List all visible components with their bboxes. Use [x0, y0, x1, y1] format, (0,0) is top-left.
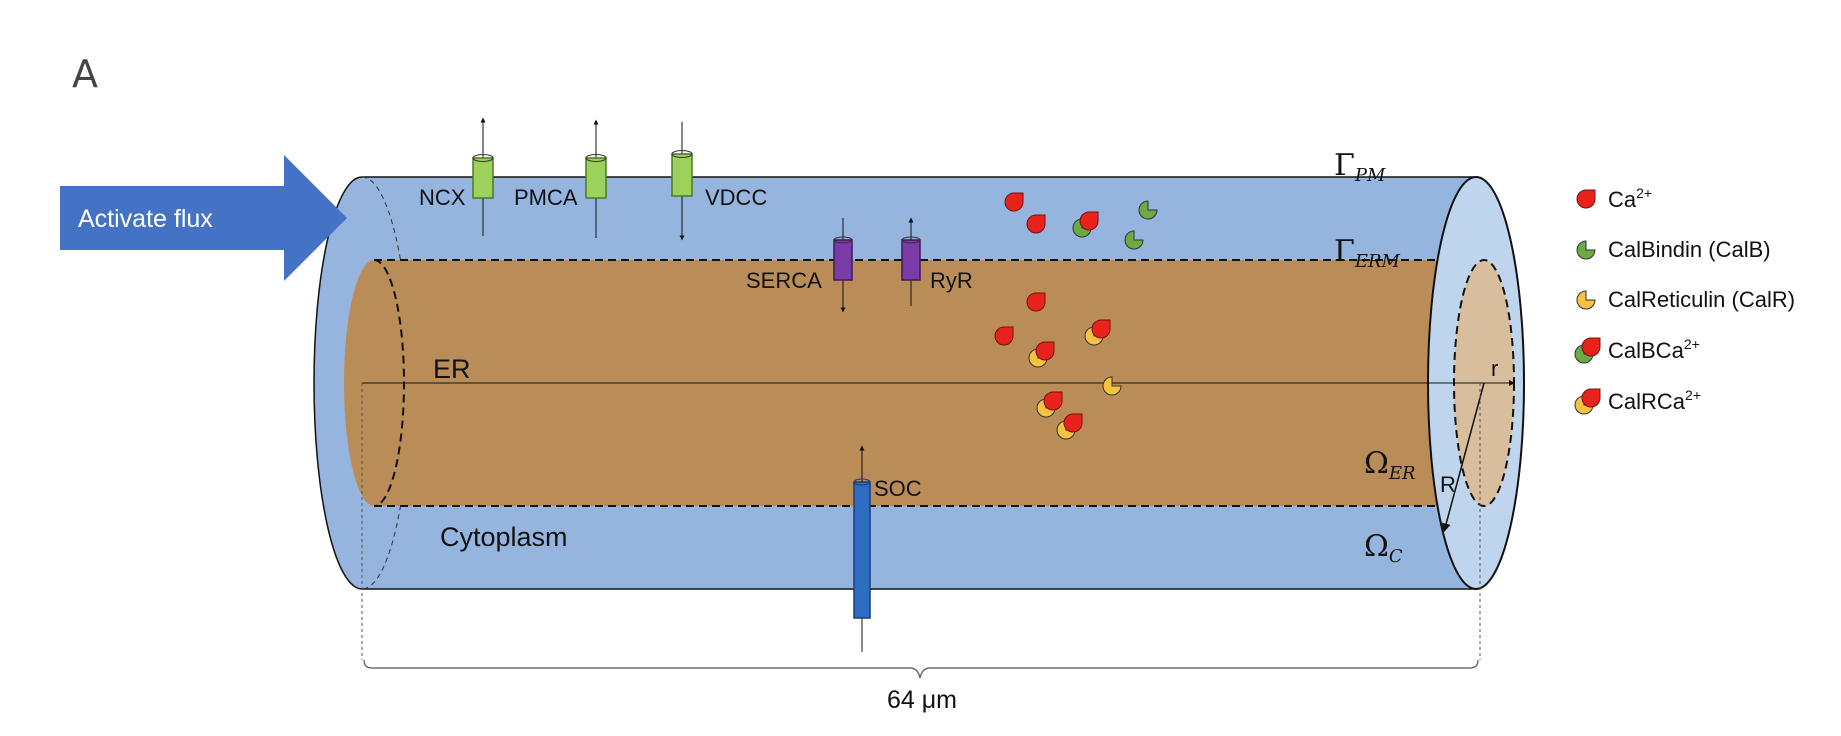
- calbca-complex: [1072, 211, 1099, 238]
- legend-item: CalBindin (CalB): [1576, 237, 1771, 262]
- calrca-complex: [1056, 413, 1083, 440]
- pmca-channel: [585, 119, 607, 238]
- serca-label: SERCA: [746, 268, 822, 293]
- legend: Ca2+ CalBindin (CalB) CalReticulin (CalR) C…: [1574, 185, 1795, 415]
- legend-item: CalReticulin (CalR): [1576, 287, 1795, 312]
- omega-c-label: ΩC: [1364, 529, 1403, 567]
- calrca-complex: [1084, 319, 1111, 346]
- pmca-label: PMCA: [514, 185, 578, 210]
- vdcc-label: VDCC: [705, 185, 767, 210]
- omega-er-label: ΩER: [1364, 446, 1416, 484]
- calrca-complex: [1028, 341, 1055, 368]
- calbindin: [1138, 200, 1158, 220]
- radius-R: [1441, 382, 1485, 533]
- activate-flux-label: Activate flux: [78, 205, 213, 233]
- legend-label: CalReticulin (CalR): [1608, 287, 1795, 312]
- gamma-pm-label: ΓPM: [1334, 148, 1386, 186]
- dimension-brace: [363, 659, 1479, 679]
- molecules-layer: [994, 192, 1158, 440]
- legend-label: CalRCa2+: [1608, 387, 1701, 414]
- ryr-label: RyR: [930, 268, 973, 293]
- R-label: R: [1440, 472, 1456, 497]
- ca-ion: [994, 326, 1014, 346]
- ca-ion: [1004, 192, 1024, 212]
- gamma-erm-label: ΓERM: [1334, 234, 1401, 272]
- legend-label: CalBCa2+: [1608, 336, 1700, 363]
- panel-label: A: [72, 52, 98, 96]
- calbindin: [1124, 230, 1144, 250]
- legend-item: CalRCa2+: [1574, 387, 1701, 415]
- ca-ion: [1026, 214, 1046, 234]
- calrca-complex: [1036, 391, 1063, 418]
- ncx-channel: [472, 117, 494, 236]
- r-label: r: [1491, 356, 1498, 381]
- activate-flux-arrow: [60, 155, 347, 281]
- legend-label: Ca2+: [1608, 185, 1652, 212]
- dimension-label: 64 μm: [887, 686, 957, 714]
- ca-ion: [1026, 292, 1046, 312]
- soc-label: SOC: [874, 476, 922, 501]
- legend-item: CalBCa2+: [1574, 336, 1700, 364]
- cytoplasm-label: Cytoplasm: [440, 522, 568, 552]
- ncx-label: NCX: [419, 185, 466, 210]
- ryr-channel: [901, 217, 921, 306]
- calreticulin: [1102, 376, 1122, 396]
- er-label: ER: [433, 354, 471, 384]
- soc-channel: [853, 445, 871, 652]
- legend-label: CalBindin (CalB): [1608, 237, 1771, 262]
- serca-channel: [833, 218, 853, 313]
- legend-item: Ca2+: [1576, 185, 1652, 212]
- vdcc-channel: [671, 122, 693, 241]
